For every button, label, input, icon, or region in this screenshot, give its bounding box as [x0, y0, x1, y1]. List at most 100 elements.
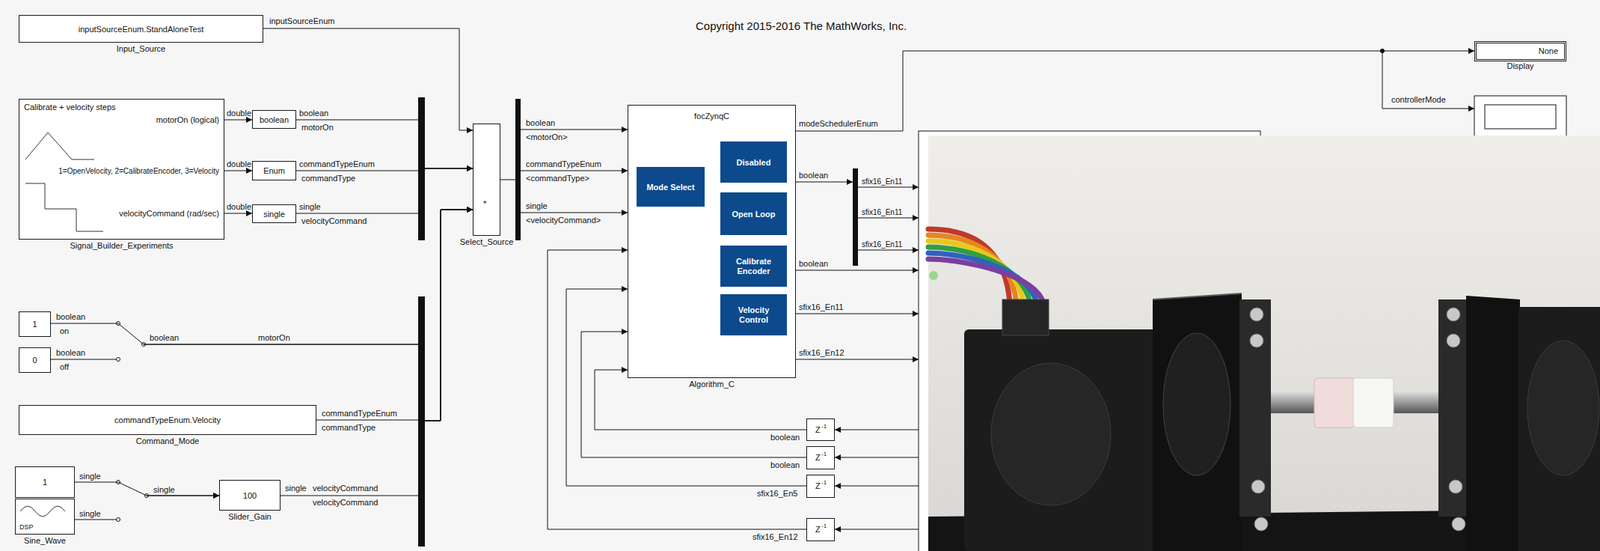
block-text: Disabled — [724, 157, 784, 167]
block-text: Velocity Control — [724, 305, 784, 325]
block-text: -1 — [821, 520, 827, 531]
subsystem-block: Open Loop — [720, 192, 787, 235]
status-led — [929, 270, 939, 280]
block-name: Command_Mode — [136, 436, 199, 446]
block-text: Open Loop — [724, 208, 784, 219]
block-text: Calibrate Encoder — [724, 256, 784, 277]
signal-name: off — [59, 362, 69, 372]
signal-name: on — [59, 326, 69, 336]
block-text: Z — [815, 524, 821, 535]
block-text: inputSourceEnum.StandAloneTest — [78, 23, 205, 34]
signal-connector — [50, 209, 473, 421]
screw — [1451, 516, 1466, 531]
signal-name: velocityCommand — [301, 216, 367, 226]
screw — [1249, 307, 1268, 531]
data-type: single — [79, 508, 101, 519]
screw — [1446, 307, 1466, 531]
constant-block: commandTypeEnum.VelocityCommand_Mode — [18, 404, 317, 435]
signal-line — [1382, 50, 1475, 109]
motor-recess — [1527, 340, 1600, 475]
block-text: Mode Select — [640, 181, 701, 192]
signal-name: motorOn — [301, 122, 334, 133]
signal-connector — [296, 168, 473, 214]
data-type: boolean — [56, 311, 86, 322]
block-text: * — [483, 198, 487, 209]
coupling-half — [1314, 377, 1355, 428]
data-type: double — [226, 108, 252, 119]
data-type: commandTypeEnum — [299, 159, 375, 170]
signal-connector — [224, 213, 253, 214]
signal-name: commandType — [301, 173, 356, 184]
signal-line — [795, 270, 919, 271]
block-text: Z — [815, 480, 821, 491]
unit-delay: Z-1 — [806, 517, 835, 541]
signal-connector — [594, 369, 807, 430]
signal-connector — [50, 209, 473, 421]
right-motor-body — [1518, 306, 1600, 551]
block-text: commandTypeEnum.Velocity — [114, 415, 221, 425]
face-plate — [1239, 299, 1271, 517]
signal-line — [834, 429, 929, 431]
gain-block: 100Slider_Gain — [219, 479, 281, 511]
data-type: boolean — [798, 258, 829, 269]
block-text: -1 — [821, 421, 827, 431]
subsystem-block: Disabled — [720, 141, 787, 183]
signal-connector — [224, 170, 253, 172]
block-text: single — [263, 208, 285, 219]
block-text: 1 — [42, 477, 48, 487]
signal-name: <motorOn> — [525, 132, 568, 143]
mux-bar — [852, 168, 858, 266]
scope-screen — [1484, 104, 1556, 129]
display-block: NoneDisplay — [1474, 41, 1567, 62]
signal-connector — [316, 209, 473, 421]
screw — [1254, 516, 1268, 531]
block-text: 1 — [32, 319, 37, 330]
unit-delay: Z-1 — [806, 474, 835, 498]
constant-block: 0 — [18, 347, 51, 373]
block-name: Sine_Wave — [23, 535, 66, 546]
sine-icon — [20, 505, 66, 517]
data-type: boolean — [149, 332, 179, 343]
screw — [1448, 479, 1463, 493]
block-text: Z — [815, 424, 821, 435]
screw — [1251, 479, 1265, 493]
block-name: Select_Source — [460, 237, 514, 247]
unit-delay: Z-1 — [806, 445, 835, 470]
constant-block: 1 — [18, 311, 51, 337]
left-motor-body — [964, 329, 1161, 551]
data-type: single — [299, 201, 321, 212]
signal-name: <velocityCommand> — [525, 215, 601, 226]
signal-builder-block: Calibrate + velocity stepsmotorOn (logic… — [18, 98, 225, 240]
signal-line — [857, 217, 919, 219]
mux-bar — [418, 97, 425, 241]
subsystem-block: Mode Select — [636, 166, 705, 207]
signal-name: velocityCommand — [312, 483, 378, 493]
block-text: velocityCommand (rad/sec) — [118, 208, 220, 219]
data-type: single — [525, 201, 548, 211]
conversion-block: single — [252, 204, 297, 223]
block-text: focZynqC — [694, 111, 730, 122]
signal-line — [834, 485, 929, 487]
data-type: boolean — [299, 108, 329, 119]
signal-line — [795, 359, 919, 360]
subsystem-block: Calibrate Encoder — [720, 245, 787, 287]
data-type: single — [79, 471, 101, 481]
wire-connector — [1002, 299, 1049, 336]
data-type: sfix16_En11 — [861, 239, 903, 250]
signal-connector — [280, 209, 473, 496]
multiport-switch: *Select_Source — [472, 123, 501, 236]
data-type: double — [226, 201, 252, 212]
block-text: 100 — [243, 489, 257, 500]
block-text: 0 — [32, 355, 37, 366]
data-type: boolean — [770, 432, 800, 443]
data-type: sfix16_En11 — [861, 207, 903, 217]
data-type: sfix16_En12 — [798, 347, 845, 358]
signal-connector — [795, 50, 1475, 131]
model-reference-block: focZynqCAlgorithm_CMode SelectDisabledOp… — [627, 104, 796, 378]
mux-bar — [418, 97, 858, 547]
signal-name: inputSourceEnum — [269, 16, 335, 27]
constant-block: 1 — [14, 466, 75, 498]
signal-connector — [224, 119, 253, 121]
